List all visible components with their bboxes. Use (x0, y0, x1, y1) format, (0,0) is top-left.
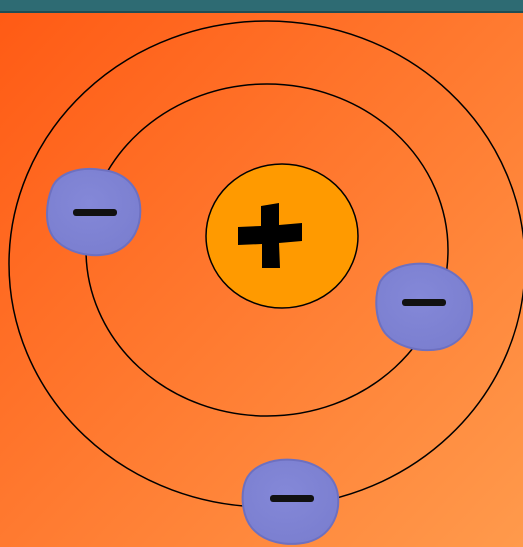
top-bar (0, 0, 523, 11)
minus-icon (270, 495, 314, 502)
nucleus (206, 164, 358, 308)
minus-icon (73, 209, 117, 216)
electron-bottom (243, 460, 339, 544)
electron-right-body (376, 264, 472, 350)
top-bar-edge (0, 11, 523, 13)
minus-icon (402, 299, 446, 306)
electron-left (47, 169, 140, 255)
electron-right (376, 264, 472, 350)
